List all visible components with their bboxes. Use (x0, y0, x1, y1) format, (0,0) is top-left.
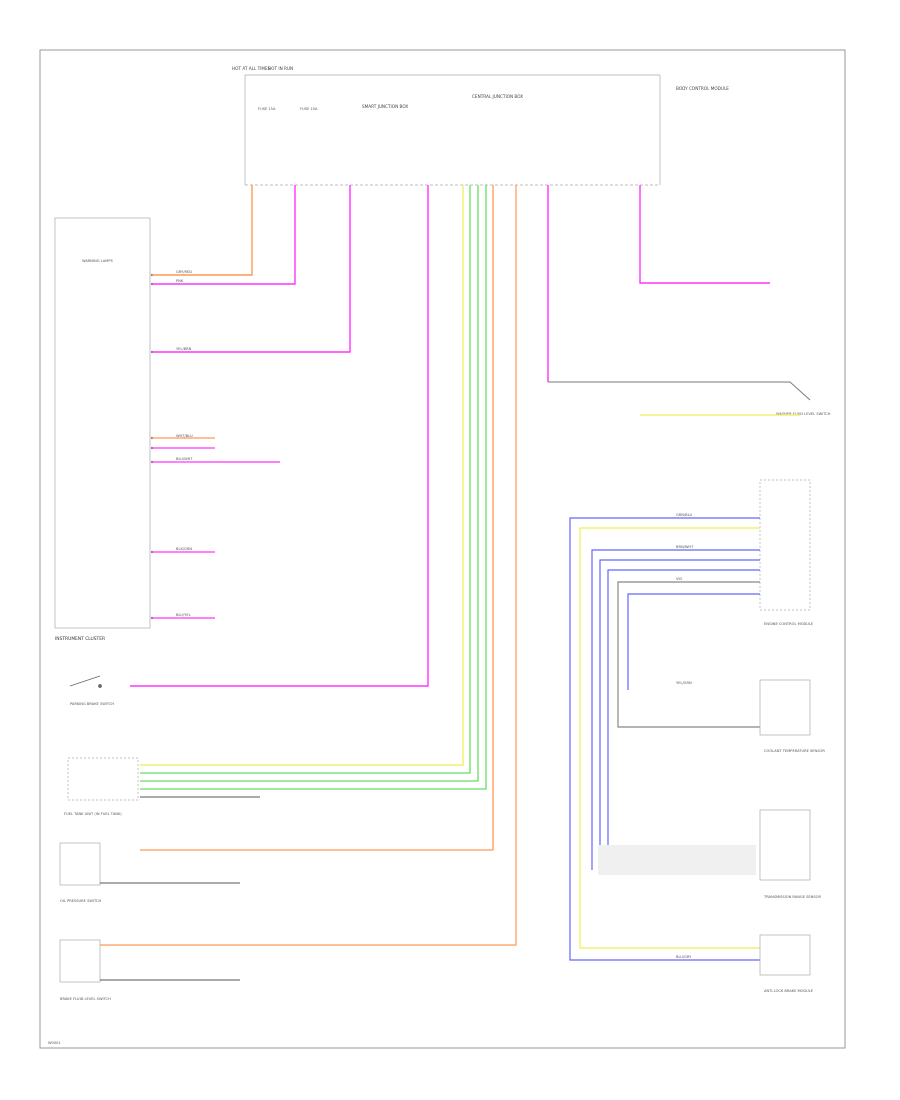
svg-text:BRN/WHT: BRN/WHT (676, 545, 694, 549)
parking-brake-switch (69, 675, 102, 688)
cluster-pins (150, 273, 154, 620)
parking-brake-label: PARKING BRAKE SWITCH (70, 702, 114, 706)
trans-range-sensor-box (759, 809, 811, 881)
washer-wire (548, 381, 811, 401)
instrument-cluster-box (54, 217, 151, 629)
svg-text:YEL/BRN: YEL/BRN (176, 347, 192, 351)
power-label-1: HOT AT ALL TIMES (232, 66, 271, 71)
svg-text:GRY/RED: GRY/RED (176, 270, 192, 274)
smart-junction-label: SMART JUNCTION BOX (362, 104, 408, 109)
coolant-sensor-label: COOLANT TEMPERATURE SENSOR (764, 749, 825, 753)
orange-wire-bottom (100, 185, 517, 946)
figure-id: W0001 (48, 1041, 61, 1045)
oil-pressure-switch-box (59, 842, 101, 886)
trans-shade (598, 845, 756, 875)
svg-text:GRN/BLU: GRN/BLU (676, 513, 692, 517)
brake-fluid-switch-box (59, 939, 101, 983)
fuse-a-label: FUSE 15A (258, 107, 276, 111)
svg-text:WHT/BLU: WHT/BLU (176, 434, 193, 438)
fuse-b-label: FUSE 10A (300, 107, 318, 111)
engine-control-module-box (759, 479, 811, 611)
washer-switch-label: WASHER FLUID LEVEL SWITCH (776, 412, 831, 416)
abs-module-label: ANTI-LOCK BRAKE MODULE (764, 989, 814, 993)
central-junction-label: CENTRAL JUNCTION BOX (472, 94, 523, 99)
coolant-sensor-box (759, 679, 811, 736)
svg-text:VIO: VIO (676, 577, 683, 581)
engine-control-label: ENGINE CONTROL MODULE (764, 622, 814, 626)
instrument-cluster-label: INSTRUMENT CLUSTER (55, 636, 105, 642)
fuel-tank-unit-box (67, 757, 139, 801)
svg-text:BLU/YEL: BLU/YEL (176, 613, 191, 617)
pink-wires (130, 185, 770, 687)
abs-module-box (759, 934, 811, 976)
fuel-tank-unit-label: FUEL TANK UNIT (IN FUEL TANK) (64, 812, 122, 816)
smart-junction-box (244, 74, 661, 186)
brake-fluid-label: BRAKE FLUID LEVEL SWITCH (60, 997, 111, 1001)
diagram-frame (39, 49, 846, 1049)
orange-wire-top (152, 185, 253, 276)
ecm-wires (569, 517, 760, 961)
trans-range-label: TRANSMISSION RANGE SENSOR (763, 895, 821, 899)
cluster-side-wires (152, 437, 280, 619)
svg-text:YEL/GRN: YEL/GRN (676, 681, 692, 685)
body-control-label: BODY CONTROL MODULE (676, 86, 729, 91)
warning-lamps-label: WARNING LAMPS (82, 259, 113, 263)
svg-text:BLU/GRY: BLU/GRY (676, 955, 692, 959)
svg-text:BLK/GRN: BLK/GRN (176, 547, 192, 551)
svg-text:PNK: PNK (176, 279, 184, 283)
oil-pressure-label: OIL PRESSURE SWITCH (60, 899, 101, 903)
svg-text:BLU/WHT: BLU/WHT (176, 457, 193, 461)
wire-tags: GRY/RED PNK YEL/BRN WHT/BLU BLU/WHT BLK/… (176, 270, 694, 959)
bus-wires (140, 185, 494, 851)
power-label-2: HOT IN RUN (268, 66, 293, 71)
